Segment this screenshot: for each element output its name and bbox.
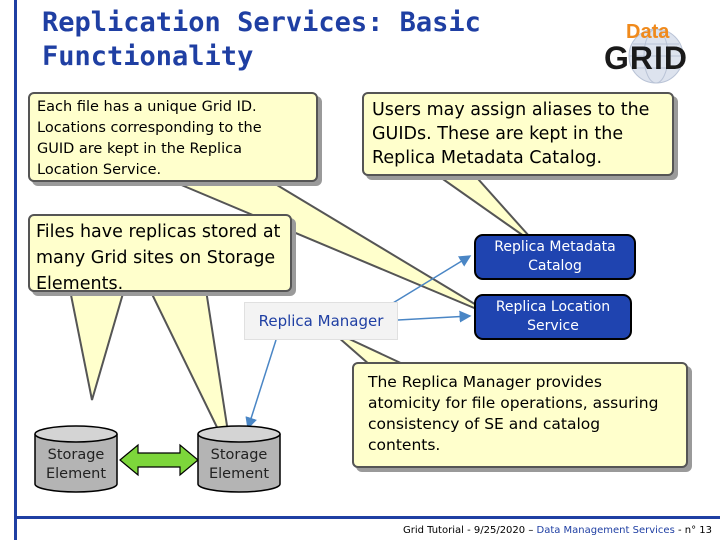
location-service-line-2: Service <box>527 318 579 334</box>
storage-element-2-line-2: Element <box>208 466 270 482</box>
callout-pointer-replicas-left <box>68 289 126 401</box>
callout-aliases-line-2: GUIDs. These are kept in the <box>372 124 624 144</box>
callout-grid-id-line-3: GUID are kept in the Replica <box>37 141 242 157</box>
replica-manager-label: Replica Manager <box>258 312 384 330</box>
callout-replica-manager-line-1: The Replica Manager provides <box>368 373 602 391</box>
title-line-1: Replication Services: Basic <box>42 7 481 38</box>
footer-section: Data Management Services <box>536 525 675 536</box>
arrow-rm-to-location-service <box>397 310 472 323</box>
replica-metadata-catalog-box: Replica Metadata Catalog <box>474 234 636 280</box>
datagrid-logo: Data GRID <box>604 21 688 84</box>
callout-grid-id: Each file has a unique Grid ID. Location… <box>28 92 318 182</box>
replica-manager-box: Replica Manager <box>244 302 398 340</box>
slide-footer: Grid Tutorial - 9/25/2020 – Data Managem… <box>403 524 712 537</box>
callout-aliases-line-3: Replica Metadata Catalog. <box>372 148 603 168</box>
storage-element-2-line-1: Storage <box>210 447 268 463</box>
callout-replica-manager-line-4: contents. <box>368 436 441 454</box>
logo-word-data: Data <box>626 21 670 43</box>
slide-title: Replication Services: Basic Functionalit… <box>42 6 562 74</box>
callout-aliases: Users may assign aliases to the GUIDs. T… <box>362 92 674 176</box>
left-rule <box>14 0 17 540</box>
callout-replica-manager-line-3: consistency of SE and catalog <box>368 415 601 433</box>
location-service-line-1: Replica Location <box>495 299 611 315</box>
logo-word-grid: GRID <box>604 40 688 76</box>
callout-grid-id-line-1: Each file has a unique Grid ID. <box>37 99 257 115</box>
callout-replicas: Files have replicas stored at many Grid … <box>28 214 292 294</box>
bottom-rule <box>14 516 720 519</box>
metadata-catalog-line-2: Catalog <box>528 258 582 274</box>
title-line-2: Functionality <box>42 41 254 72</box>
transfer-arrow <box>119 443 199 477</box>
metadata-catalog-line-1: Replica Metadata <box>494 239 616 255</box>
storage-element-2: Storage Element <box>197 424 281 494</box>
callout-grid-id-line-4: Location Service. <box>37 162 162 178</box>
database-cylinder-icon <box>197 425 281 493</box>
arrow-rm-to-metadata-catalog <box>387 255 472 307</box>
replica-location-service-box: Replica Location Service <box>474 294 632 340</box>
callout-aliases-line-1: Users may assign aliases to the <box>372 100 650 120</box>
database-cylinder-icon <box>34 425 118 493</box>
storage-element-1-line-2: Element <box>45 466 107 482</box>
footer-tutorial-date: Grid Tutorial - 9/25/2020 – <box>402 525 537 536</box>
callout-replicas-line-3: Elements. <box>36 274 124 294</box>
callout-replicas-line-2: many Grid sites on Storage <box>36 248 276 268</box>
arrow-rm-to-storage-element <box>245 339 277 430</box>
callout-replica-manager-line-2: atomicity for file operations, assuring <box>368 394 659 412</box>
footer-page-number: - n° 13 <box>674 525 712 536</box>
callout-replicas-line-1: Files have replicas stored at <box>36 222 281 242</box>
storage-element-1: Storage Element <box>34 424 118 494</box>
storage-element-1-line-1: Storage <box>47 447 105 463</box>
callout-replica-manager: The Replica Manager provides atomicity f… <box>352 362 688 468</box>
callout-grid-id-line-2: Locations corresponding to the <box>37 120 262 136</box>
